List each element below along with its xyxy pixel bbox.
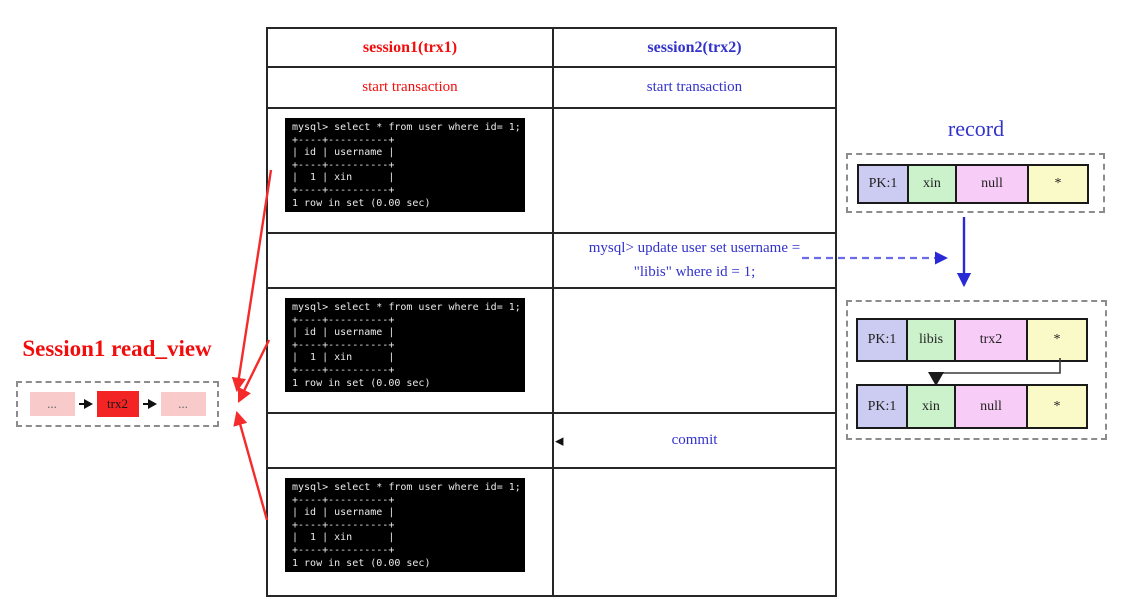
record-box-current: PK:1 xin null *	[846, 153, 1105, 213]
update-statement: mysql> update user set username = "libis…	[554, 234, 835, 287]
session1-start-transaction: start transaction	[268, 68, 554, 107]
transaction-table: session1(trx1) session2(trx2) start tran…	[266, 27, 837, 597]
table-header-row: session1(trx1) session2(trx2)	[268, 29, 835, 68]
record-cell-rest: *	[1027, 166, 1087, 202]
commit-row: ◀ commit	[268, 414, 835, 469]
terminal-select-2: mysql> select * from user where id= 1; +…	[285, 298, 525, 392]
record-cell-rest: *	[1026, 320, 1086, 360]
record-row-original: PK:1 xin null *	[857, 164, 1089, 204]
record-box-versions: PK:1 libis trx2 * PK:1 xin null *	[846, 300, 1107, 440]
record-cell-trx: null	[955, 166, 1027, 202]
terminal-select-3: mysql> select * from user where id= 1; +…	[285, 478, 525, 572]
arrow-right-icon	[142, 399, 157, 409]
update-row: mysql> update user set username = "libis…	[268, 234, 835, 289]
session1-cell	[268, 414, 554, 467]
session1-cell: mysql> select * from user where id= 1; +…	[268, 469, 554, 595]
session2-header: session2(trx2)	[647, 38, 742, 56]
readview-title: Session1 read_view	[22, 336, 212, 361]
record-cell-name: xin	[906, 386, 954, 427]
commit-label: commit	[671, 432, 718, 448]
session1-cell	[268, 234, 554, 287]
record-cell-trx: trx2	[954, 320, 1026, 360]
arrow-line	[78, 403, 84, 405]
record-cell-rest: *	[1026, 386, 1086, 427]
record-row-updated: PK:1 libis trx2 *	[856, 318, 1088, 362]
arrow-right-icon	[78, 399, 93, 409]
arrow-head	[83, 399, 93, 409]
update-statement-line2: "libis" where id = 1;	[633, 263, 756, 280]
first-select-row: mysql> select * from user where id= 1; +…	[268, 109, 835, 234]
update-statement-line1: mysql> update user set username =	[588, 240, 801, 257]
readview-arrow-from-select3	[233, 410, 269, 521]
commit-cell: ◀ commit	[554, 414, 835, 467]
commit-left-arrow-icon: ◀	[555, 434, 564, 447]
readview-node-prev: ...	[29, 392, 75, 416]
record-cell-name: xin	[907, 166, 955, 202]
session2-cell	[554, 469, 835, 595]
record-cell-name: libis	[906, 320, 954, 360]
record-title: record	[947, 116, 1005, 141]
second-select-row: mysql> select * from user where id= 1; +…	[268, 289, 835, 414]
readview-node-trx2: trx2	[96, 391, 139, 417]
terminal-select-1: mysql> select * from user where id= 1; +…	[285, 118, 525, 212]
session2-cell	[554, 289, 835, 412]
session1-cell: mysql> select * from user where id= 1; +…	[268, 109, 554, 232]
readview-node-next: ...	[160, 392, 206, 416]
session1-header: session1(trx1)	[268, 29, 554, 66]
readview-arrow-from-select2	[237, 339, 271, 403]
readview-box: ... trx2 ...	[16, 381, 219, 427]
session1-cell: mysql> select * from user where id= 1; +…	[268, 289, 554, 412]
record-cell-pk: PK:1	[858, 386, 906, 427]
third-select-row: mysql> select * from user where id= 1; +…	[268, 469, 835, 595]
record-cell-pk: PK:1	[858, 320, 906, 360]
record-row-undo: PK:1 xin null *	[856, 384, 1088, 429]
session2-start-transaction: start transaction	[646, 79, 743, 95]
record-cell-trx: null	[954, 386, 1026, 427]
arrow-head	[147, 399, 157, 409]
start-transaction-row: start transaction start transaction	[268, 68, 835, 109]
record-cell-pk: PK:1	[859, 166, 907, 202]
arrow-line	[142, 403, 148, 405]
session2-cell	[554, 109, 835, 232]
